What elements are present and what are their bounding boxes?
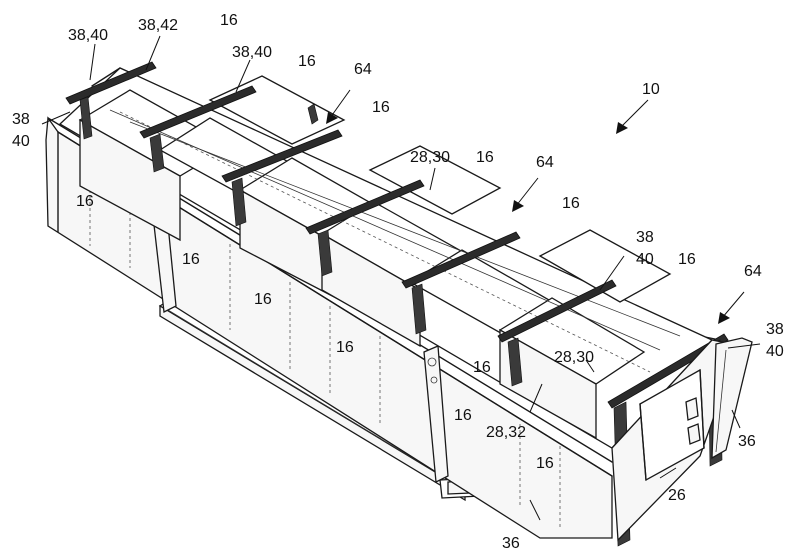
label-16-g: 16 [182, 251, 200, 268]
label-28-30-b: 28,30 [554, 349, 594, 366]
leader-lines [41, 35, 761, 521]
crossbeam-5 [401, 231, 521, 335]
label-16-i: 16 [254, 291, 272, 308]
label-16-c: 16 [372, 99, 390, 116]
crossbeam-6 [497, 279, 617, 387]
crossbeam-1 [65, 61, 157, 140]
label-38-mid: 38 [636, 229, 654, 246]
label-64-c: 64 [744, 263, 762, 280]
label-16-e: 16 [76, 193, 94, 210]
block-8 [368, 145, 502, 215]
label-38-40-a: 38,40 [68, 27, 108, 44]
arrows [326, 89, 745, 324]
insulation-blocks [58, 67, 714, 449]
label-16-l: 16 [454, 407, 472, 424]
label-40-left: 40 [12, 133, 30, 150]
label-10: 10 [642, 81, 660, 98]
block-9 [538, 229, 672, 303]
label-40-right: 40 [766, 343, 784, 360]
label-28-32: 28,32 [486, 424, 526, 441]
crossbeam-4 [305, 179, 425, 277]
label-36-b: 36 [502, 535, 520, 552]
label-36-a: 36 [738, 433, 756, 450]
crossbeam-2 [139, 85, 257, 173]
crossbeam-3 [221, 129, 343, 227]
label-26: 26 [668, 487, 686, 504]
label-38-42: 38,42 [138, 17, 178, 34]
crossbeams [65, 61, 729, 547]
label-16-d: 16 [476, 149, 494, 166]
label-16-f: 16 [562, 195, 580, 212]
label-38-right: 38 [766, 321, 784, 338]
label-38-left: 38 [12, 111, 30, 128]
lifting-lug-right [423, 345, 449, 484]
label-16-h: 16 [678, 251, 696, 268]
label-38-40-b: 38,40 [232, 44, 272, 61]
label-40-mid: 40 [636, 251, 654, 268]
reference-numerals: 38,40 38,42 16 38,40 16 64 38 40 16 10 2… [12, 12, 784, 552]
handle-post [307, 103, 319, 125]
label-16-a: 16 [220, 12, 238, 29]
label-28-30-a: 28,30 [410, 149, 450, 166]
label-16-k: 16 [473, 359, 491, 376]
label-16-m: 16 [536, 455, 554, 472]
label-64-b: 64 [536, 154, 554, 171]
label-16-b: 16 [298, 53, 316, 70]
label-64-a: 64 [354, 61, 372, 78]
label-16-j: 16 [336, 339, 354, 356]
end-wall [711, 337, 753, 460]
